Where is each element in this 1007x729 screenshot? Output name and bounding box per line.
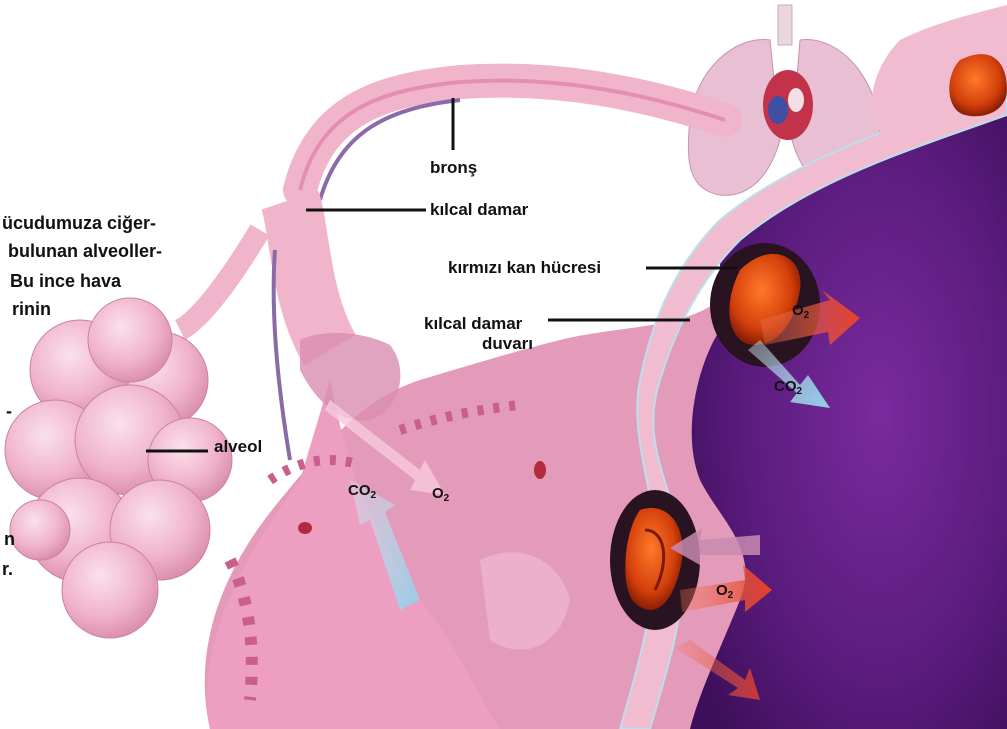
co2-label-alveolus: CO2	[348, 482, 376, 501]
capillary-wall-label-line2: duvarı	[482, 334, 533, 354]
capillary-label: kılcal damar	[430, 200, 528, 220]
alveolus-label: alveol	[214, 437, 262, 457]
side-text-line2: bulunan alveoller-	[8, 240, 162, 262]
capillary-wall-label-line1: kılcal damar	[424, 314, 522, 334]
bronchus-label: bronş	[430, 158, 477, 178]
side-text-line3: Bu ince hava	[10, 270, 121, 292]
side-text-line1: ücudumuza ciğer-	[2, 212, 156, 234]
blood-plasma	[690, 100, 1007, 729]
side-text-line7: r.	[2, 558, 13, 580]
side-text-line4: rinin	[12, 298, 51, 320]
alveoli-cluster	[5, 298, 232, 638]
co2-label-top: CO2	[774, 378, 802, 397]
o2-label-alveolus: O2	[432, 485, 449, 504]
side-text-line6: n	[4, 528, 15, 550]
o2-label-bottom: O2	[716, 582, 733, 601]
o2-label-top: O2	[792, 302, 809, 321]
red-blood-cell-label: kırmızı kan hücresi	[448, 258, 601, 278]
side-text-line5: -	[6, 400, 12, 422]
